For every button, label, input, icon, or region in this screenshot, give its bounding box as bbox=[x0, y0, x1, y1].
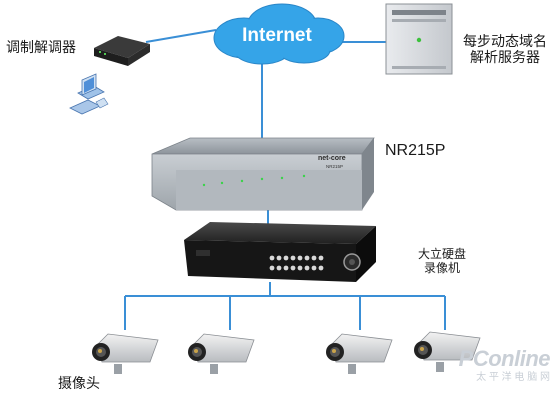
camera-1 bbox=[92, 333, 159, 374]
cloud-icon: Internet bbox=[213, 3, 345, 65]
router-icon: net-core NR215P bbox=[151, 137, 375, 211]
dns-server-label: 每步动态域名解析服务器 bbox=[463, 34, 547, 67]
dvr-label-text: 大立硬盘录像机 bbox=[417, 247, 466, 275]
dvr-label: 大立硬盘录像机 bbox=[413, 247, 471, 276]
router-model: NR215P bbox=[326, 164, 343, 169]
dvr-icon bbox=[184, 222, 376, 282]
computer-icon bbox=[69, 73, 109, 115]
router-leds bbox=[202, 174, 306, 187]
router-brand: net-core bbox=[318, 155, 346, 162]
router-label: NR215P bbox=[385, 142, 446, 159]
modem-icon bbox=[94, 36, 150, 66]
camera-2 bbox=[188, 333, 255, 374]
watermark-sub: 太 平 洋 电 脑 网 bbox=[476, 372, 550, 383]
camera-icon bbox=[414, 331, 481, 372]
camera-icon bbox=[188, 333, 255, 374]
watermark: PConline 太 平 洋 电 脑 网 bbox=[430, 346, 551, 383]
cloud-label: Internet bbox=[242, 25, 312, 46]
camera-3 bbox=[326, 333, 393, 374]
dvr-buttons bbox=[269, 255, 324, 271]
camera-icon bbox=[326, 333, 393, 374]
watermark-main: PConline bbox=[458, 346, 551, 371]
camera-4 bbox=[414, 331, 481, 372]
server-icon bbox=[385, 3, 453, 75]
camera-icon bbox=[92, 333, 159, 374]
connection-lines bbox=[124, 29, 446, 330]
modem-label: 调制解调器 bbox=[6, 40, 76, 56]
camera-label: 摄像头 bbox=[58, 376, 100, 392]
line-modem-cloud bbox=[145, 29, 217, 43]
